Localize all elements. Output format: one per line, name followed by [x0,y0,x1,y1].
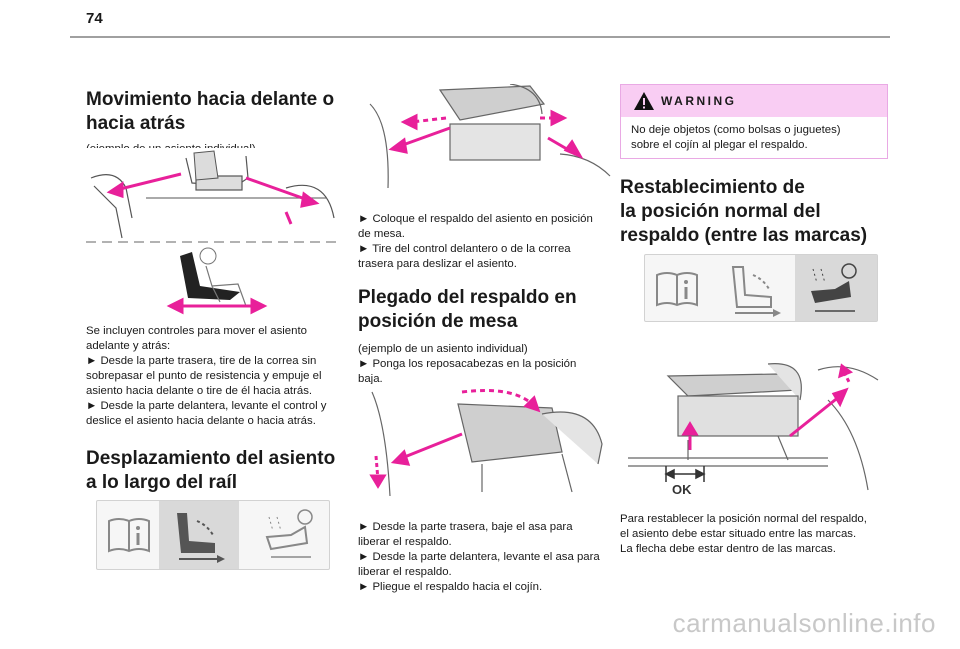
column-3-text: Para restablecer la posición normal del … [620,512,882,557]
ok-label: OK [672,482,692,497]
restore-position-illustration: OK [628,340,884,500]
seat-slide-illustration [86,148,340,244]
seat-adjust-icon [811,263,857,312]
warning-header: WARNING [621,85,887,117]
paragraph-headrests: (ejemplo de un asiento individual)► Pong… [358,343,577,385]
column-1-text: Se incluyen controles para mover el asie… [86,324,348,495]
paragraph-fold-steps: ► Desde la parte trasera, baje el asa pa… [358,521,600,593]
seat-icon [177,513,225,563]
header-divider [70,36,890,38]
column-2-text-1: ► Coloque el respaldo del asiento en pos… [358,212,620,387]
paragraph-restore: Para restablecer la posición normal del … [620,513,867,555]
book-info-icon [108,518,150,553]
seat-icon [731,266,781,317]
warning-text: No deje objetos (como bolsas o juguetes)… [631,124,841,151]
seat-table-illustration [360,84,614,188]
backrest-fold-illustration [362,384,612,496]
seat-person-illustration [160,246,270,318]
warning-title: WARNING [661,94,737,108]
column-2-text-2: ► Desde la parte trasera, baje el asa pa… [358,520,620,595]
paragraph-table-position: ► Coloque el respaldo del asiento en pos… [358,213,593,270]
icon-strip-2 [644,254,878,322]
book-info-icon [656,272,698,307]
page-number: 74 [86,10,103,27]
icon-strip-1 [96,500,330,570]
warning-triangle-icon [634,92,654,110]
warning-box: WARNING No deje objetos (como bolsas o j… [620,84,888,159]
watermark: carmanualsonline.info [672,608,936,638]
paragraph-controls: Se incluyen controles para mover el asie… [86,325,327,427]
seat-adjust-icon [265,509,313,558]
